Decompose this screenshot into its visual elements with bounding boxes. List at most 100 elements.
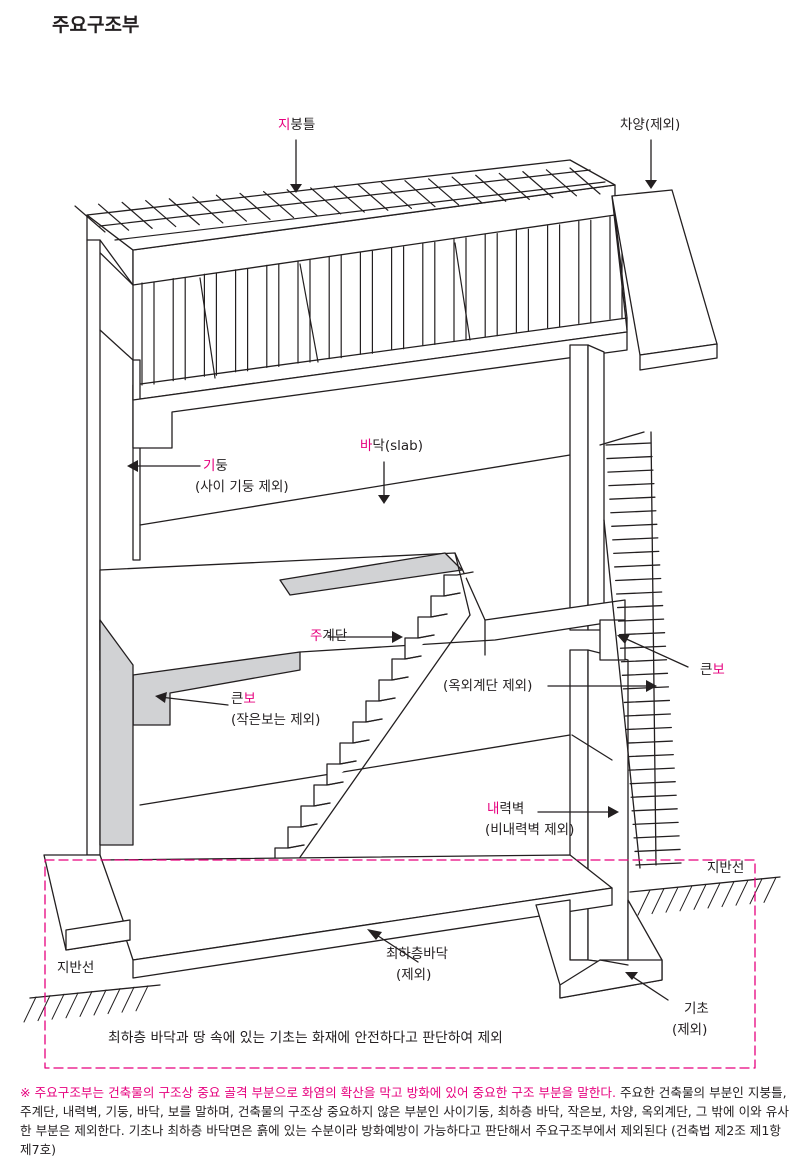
ground-hatch [79,990,93,1017]
label-accent: 바 [360,438,373,454]
purlin [99,169,591,227]
ground-hatch [721,881,735,908]
label-bearing-wall: 내력벽 [487,801,524,818]
stair-tread-edge [326,781,344,786]
ground-hatch [107,988,121,1015]
label-outdoor-stair: (옥외계단 제외) [443,678,533,694]
ground-hatch [93,989,107,1016]
label-foundation-sub: (제외) [672,1022,708,1038]
rafter [357,183,389,211]
label-big-beam-left: 큰보 [231,691,256,708]
right-column [569,344,629,966]
label-text: 계단 [322,628,348,644]
stair-tread-edge [339,760,357,765]
label-text: 닥(slab) [372,438,424,454]
label-floor: 바닥(slab) [360,438,423,455]
label-column-sub: (사이 기둥 제외) [195,479,289,495]
ground-hatch [637,889,651,916]
label-text: 큰 [231,691,244,707]
purlin [114,181,606,241]
stair-tread-edge [300,823,318,828]
left-column-shade [99,619,134,846]
rafter [475,174,507,202]
upper-floor [132,331,628,526]
rafter [498,172,530,201]
rafter [262,190,295,219]
stair-tread-edge [404,655,422,660]
rafter [333,185,365,213]
rafter [145,199,177,228]
label-text: 큰 [700,662,713,678]
label-ground-left: 지반선 [57,960,95,976]
rafter [121,201,153,229]
page-title: 주요구조부 [52,14,140,36]
rafter [192,196,224,224]
label-text: 력벽 [499,801,525,817]
roof-truss [74,159,628,401]
stair-tread-edge [417,634,435,639]
label-column: 기둥 [203,458,228,475]
label-text: 붕틀 [290,117,316,133]
label-accent: 주 [310,628,323,644]
truss-brace [454,242,471,341]
ground-hatch [749,878,763,905]
eaves [611,189,718,371]
excluded-zone-caption: 최하층 바닥과 땅 속에 있는 기초는 화재에 안전하다고 판단하여 제외 [108,1030,503,1046]
ground-line-right [629,876,781,916]
rafter [239,192,271,220]
ground-hatch [23,996,37,1023]
footnote-body: 주요한 건축물의 부분인 지붕틀, 주계단, 내력벽, 기둥, 바닥, 보를 말… [20,1085,789,1157]
stair-tread-edge [378,697,396,702]
rafter [168,198,200,226]
ground-hatch [121,986,135,1013]
ground-hatch [707,882,721,909]
stair-tread-edge [365,718,383,723]
label-ground-right: 지반선 [707,860,745,876]
ground-hatch [651,888,665,915]
ground-hatch [665,886,679,913]
stair-tread-edge [287,844,305,849]
ground-hatch [135,985,149,1012]
ground-hatch [763,876,777,903]
label-accent: 보 [243,691,256,707]
annotation-arrows [131,139,689,1001]
label-accent: 보 [712,662,725,678]
rafter [97,203,130,231]
rafter [310,187,342,215]
label-accent: 내 [487,801,500,817]
outdoor-stair-top [599,431,645,446]
ground-hatch [735,879,749,906]
lowest-floor-slab [99,854,613,979]
left-footing [43,854,131,951]
main-staircase [261,552,474,901]
stair-tread-edge [443,592,461,597]
truss-brace [199,277,216,379]
rafter [215,194,248,222]
footnote-mark: ※ [20,1085,31,1100]
label-eaves: 차양(제외) [620,117,681,133]
label-accent: 지 [278,117,291,133]
label-foundation: 기초 [684,1001,709,1017]
stair-tread-edge [391,676,409,681]
ground-hatch [65,992,79,1019]
ground-hatch [37,995,51,1022]
rafter [74,205,106,233]
label-lowest-floor: 최하층바닥 [386,946,449,962]
rafter [569,167,601,195]
label-big-beam-left-sub: (작은보는 제외) [231,712,321,728]
outdoor-staircase [599,431,682,869]
label-accent: 기 [203,458,216,474]
rafter [522,171,554,199]
left-column [86,239,141,856]
ground-line-left [23,984,161,1023]
outdoor-stair-side [650,431,657,866]
excluded-zone-box [44,859,756,1069]
rafter [380,181,413,210]
stair-tread-edge [430,613,448,618]
footnote-emphasis: 주요구조부는 건축물의 구조상 중요 골격 부분으로 화염의 확산을 막고 방화… [34,1085,617,1100]
stair-tread-edge [313,802,331,807]
ground-hatch [51,993,65,1020]
label-bearing-wall-sub: (비내력벽 제외) [485,822,575,838]
label-roof-truss: 지붕틀 [278,117,315,134]
